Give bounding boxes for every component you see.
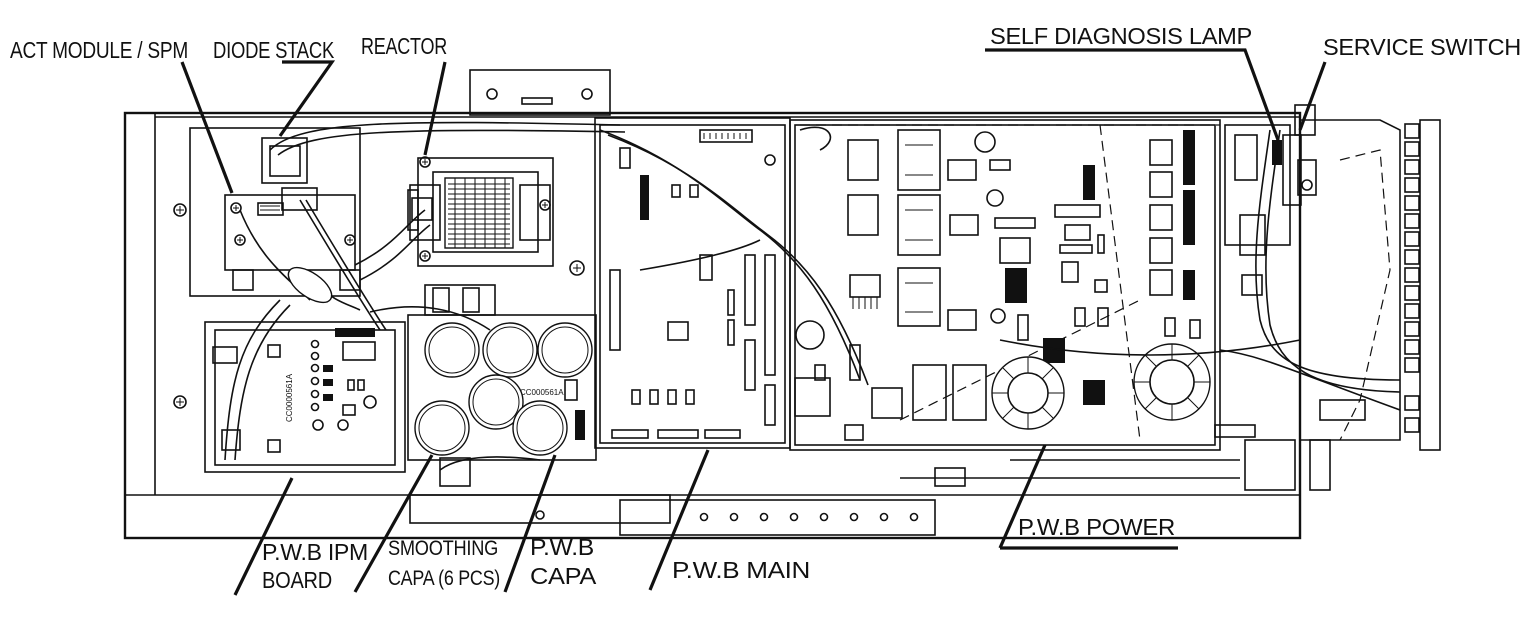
label-smoothing-line1: SMOOTHING <box>388 537 498 560</box>
ipm-components <box>221 339 377 453</box>
label-pwb-main: P.W.B MAIN <box>672 557 810 583</box>
reactor <box>407 157 554 267</box>
label-pwb-capa-line2: CAPA <box>530 563 597 589</box>
label-pwb-ipm-line2: BOARD <box>262 567 332 593</box>
pwb-power <box>789 119 1256 451</box>
pwb-main <box>594 117 791 449</box>
label-pwb-ipm-line1: P.W.B IPM <box>262 539 368 565</box>
label-reactor: REACTOR <box>361 33 447 59</box>
label-act-module-spm: ACT MODULE / SPM <box>10 37 188 63</box>
label-pwb-power: P.W.B POWER <box>1018 514 1175 540</box>
pwb-ipm-board: CC0000561A <box>204 321 406 473</box>
terminal-screws <box>1404 123 1420 433</box>
power-components <box>794 131 1256 441</box>
heat-sinks <box>849 130 1195 405</box>
wire-harness <box>224 121 1401 487</box>
capa-board-code: CC000561A <box>520 388 564 397</box>
label-pwb-capa-line1: P.W.B <box>530 534 594 560</box>
ipm-board-code: CC0000561A <box>285 373 294 422</box>
self-diagnosis-lamp <box>1224 124 1291 296</box>
label-service-switch: SERVICE SWITCH <box>1323 34 1521 60</box>
control-box-housing <box>123 69 1302 540</box>
mounting-holes <box>535 510 919 522</box>
reactor-coil <box>444 177 514 249</box>
smoothing-capacitors <box>414 322 593 456</box>
callout-labels: ACT MODULE / SPM DIODE STACK REACTOR SEL… <box>10 23 1521 593</box>
leader-lines <box>180 48 1327 596</box>
transformers <box>897 129 941 327</box>
toroid-coils <box>991 343 1211 430</box>
label-diode-stack: DIODE STACK <box>213 37 335 63</box>
label-smoothing-line2: CAPA (6 PCS) <box>388 567 500 590</box>
diode-stack <box>261 137 318 211</box>
label-self-diagnosis-lamp: SELF DIAGNOSIS LAMP <box>990 23 1252 49</box>
terminal-block <box>1244 119 1441 491</box>
